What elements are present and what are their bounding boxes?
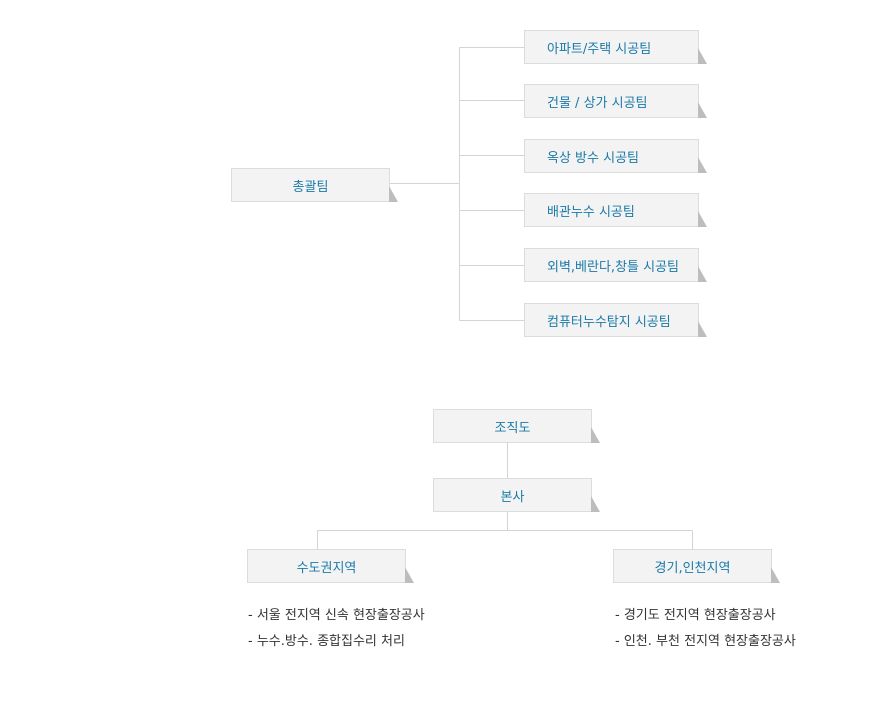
org-chart-top-box: 조직도 (433, 409, 600, 443)
org-chart-title: 조직도 (494, 420, 531, 436)
region-label: 수도권지역 (296, 560, 357, 576)
team-label: 외벽,베란다,창틀 시공팀 (547, 259, 679, 275)
team-label: 옥상 방수 시공팀 (547, 150, 639, 166)
team-box-building: 건물 / 상가 시공팀 (524, 84, 707, 118)
team-label: 아파트/주택 시공팀 (547, 41, 652, 57)
region-box-gyeonggi-incheon: 경기,인천지역 (613, 549, 780, 583)
team-box-pipe: 배관누수 시공팀 (524, 193, 707, 227)
region-notes-gyeonggi-incheon: 경기도 전지역 현장출장공사 인천. 부천 전지역 현장출장공사 (615, 603, 796, 655)
team-box-apartment: 아파트/주택 시공팀 (524, 30, 707, 64)
region-note: 서울 전지역 신속 현장출장공사 (248, 603, 425, 629)
region-note: 인천. 부천 전지역 현장출장공사 (615, 629, 796, 655)
region-note: 경기도 전지역 현장출장공사 (615, 603, 796, 629)
hq-box: 본사 (433, 478, 600, 512)
region-label: 경기,인천지역 (654, 560, 731, 576)
hq-label: 본사 (500, 489, 525, 505)
region-box-capital: 수도권지역 (247, 549, 414, 583)
team-label: 배관누수 시공팀 (547, 204, 635, 220)
region-notes-capital: 서울 전지역 신속 현장출장공사 누수.방수. 종합집수리 처리 (248, 603, 425, 655)
team-box-detection: 컴퓨터누수탐지 시공팀 (524, 303, 707, 337)
team-root-box: 총괄팀 (231, 168, 398, 202)
team-box-exterior: 외벽,베란다,창틀 시공팀 (524, 248, 707, 282)
team-label: 컴퓨터누수탐지 시공팀 (547, 314, 671, 330)
team-box-roof: 옥상 방수 시공팀 (524, 139, 707, 173)
team-label: 건물 / 상가 시공팀 (547, 95, 648, 111)
team-root-label: 총괄팀 (292, 179, 329, 195)
region-note: 누수.방수. 종합집수리 처리 (248, 629, 425, 655)
